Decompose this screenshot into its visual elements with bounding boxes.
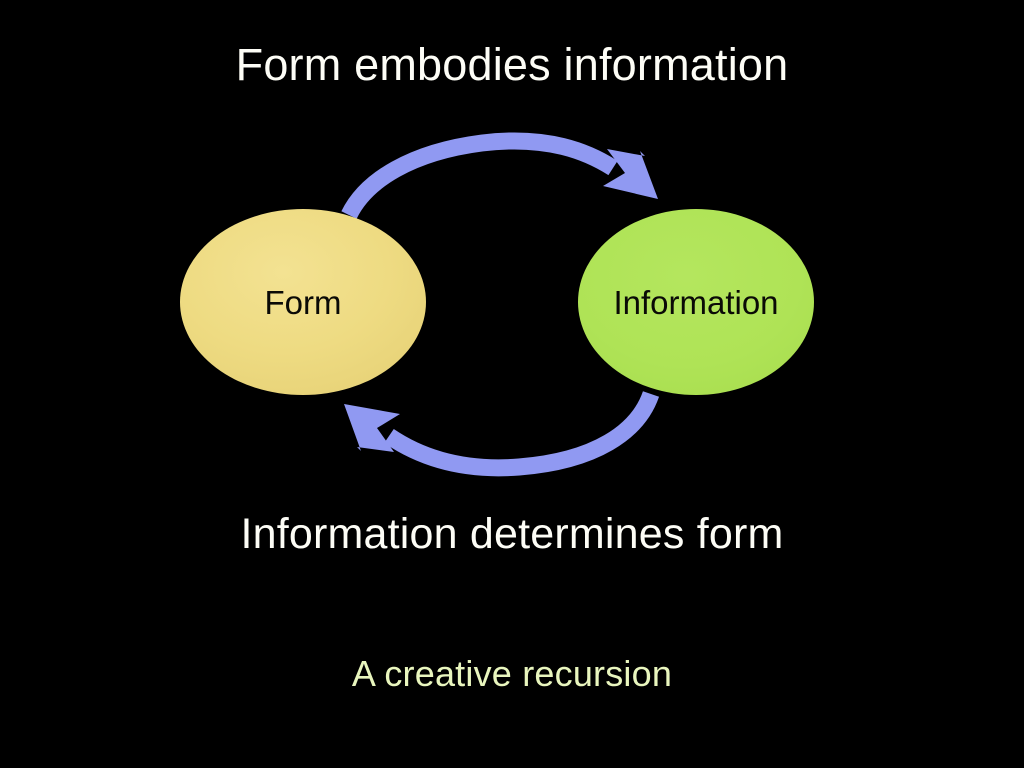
slide-title-bottom: Information determines form (240, 510, 784, 558)
node-information[interactable] (578, 209, 814, 395)
node-form[interactable] (180, 209, 426, 395)
arrow-information-to-form (344, 390, 660, 477)
slide-title-top: Form embodies information (235, 39, 789, 90)
arrow-form-to-information (341, 132, 658, 220)
slide-caption: A creative recursion (351, 653, 673, 694)
